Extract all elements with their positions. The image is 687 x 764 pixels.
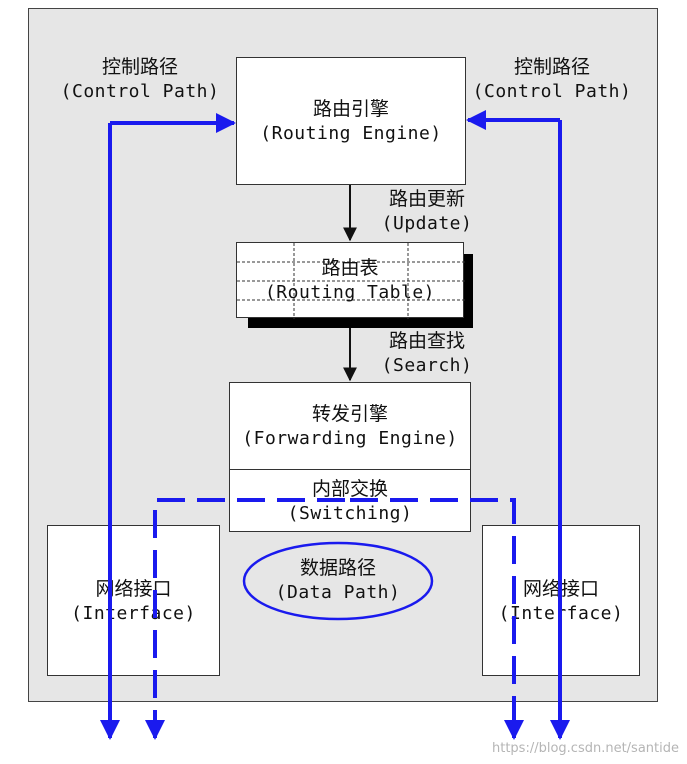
update-en: (Update) (381, 213, 473, 234)
switching-box: 内部交换 (Switching) (229, 469, 471, 532)
routing-table-box: 路由表 (Routing Table) (236, 242, 465, 319)
data-path-en: (Data Path) (275, 582, 401, 603)
routing-table-label-zh: 路由表 (321, 257, 379, 279)
control-path-left-zh: 控制路径 (101, 56, 178, 78)
forwarding-engine-box: 转发引擎 (Forwarding Engine) (229, 382, 471, 470)
data-path-label: 数据路径 (Data Path) (253, 555, 423, 605)
routing-engine-label-en: (Routing Engine) (260, 123, 442, 144)
control-path-right-en: (Control Path) (472, 81, 632, 102)
control-path-left-label: 控制路径 (Control Path) (45, 54, 235, 104)
switching-label-en: (Switching) (287, 502, 413, 524)
control-path-right-label: 控制路径 (Control Path) (462, 54, 642, 104)
control-path-left-en: (Control Path) (60, 81, 220, 102)
search-label: 路由查找 (Search) (372, 328, 482, 378)
interface-left-label-en: (Interface) (71, 602, 196, 624)
update-zh: 路由更新 (388, 188, 465, 210)
forwarding-engine-label-zh: 转发引擎 (311, 403, 388, 425)
data-path-ellipse (242, 541, 434, 621)
data-path-zh: 数据路径 (299, 557, 376, 579)
routing-table-label-en: (Routing Table) (264, 282, 436, 303)
search-en: (Search) (381, 355, 473, 376)
data-path-right-line (350, 498, 524, 740)
interface-left-box: 网络接口 (Interface) (47, 525, 220, 676)
watermark-text: https://blog.csdn.net/santide (492, 741, 679, 756)
forwarding-engine-label-en: (Forwarding Engine) (242, 428, 458, 449)
data-path-left-line (153, 498, 350, 738)
switching-label-zh: 内部交换 (311, 477, 388, 500)
search-zh: 路由查找 (388, 330, 465, 352)
control-path-right-zh: 控制路径 (513, 56, 590, 78)
interface-left-label-zh: 网络接口 (95, 577, 172, 600)
routing-table-grid (237, 243, 465, 319)
update-label: 路由更新 (Update) (372, 186, 482, 236)
routing-engine-box: 路由引擎 (Routing Engine) (236, 57, 466, 185)
routing-engine-label-zh: 路由引擎 (312, 98, 389, 120)
